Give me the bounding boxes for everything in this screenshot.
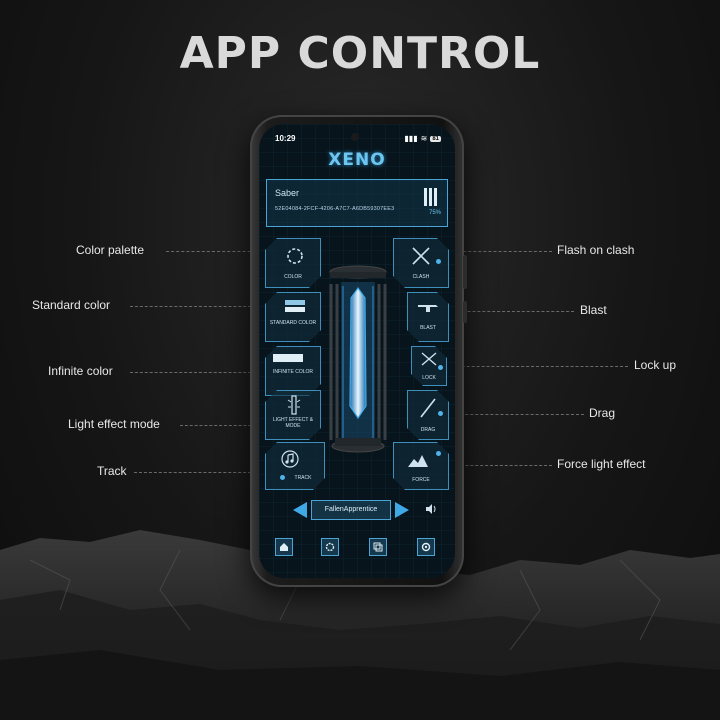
infinite-color-label: INFINITE COLOR	[272, 369, 313, 375]
music-note-icon	[280, 449, 300, 469]
previous-track-arrow-icon[interactable]	[293, 502, 307, 518]
saber-crystal-graphic	[329, 265, 387, 453]
leader-line	[134, 472, 266, 473]
clash-icon	[410, 245, 432, 267]
home-icon	[280, 543, 288, 551]
track-label: TRACK	[294, 475, 312, 481]
lock-indicator-dot	[438, 365, 443, 370]
drag-indicator-dot	[438, 411, 443, 416]
app-logo: XENO	[328, 150, 386, 170]
track-indicator-dot	[280, 475, 285, 480]
color-button[interactable]: COLOR	[265, 238, 321, 288]
lock-label: LOCK	[422, 375, 436, 381]
callout-infinite-color: Infinite color	[48, 364, 113, 378]
device-name: Saber	[275, 188, 300, 198]
callout-light-effect-mode: Light effect mode	[68, 417, 160, 431]
status-time: 10:29	[275, 134, 296, 143]
callout-drag: Drag	[589, 406, 616, 420]
force-icon	[406, 449, 430, 469]
copy-icon	[373, 542, 383, 552]
callout-color-palette: Color palette	[76, 243, 145, 257]
leader-line	[438, 251, 552, 252]
phone-side-button	[463, 301, 467, 323]
force-indicator-dot	[436, 451, 441, 456]
leader-line	[166, 251, 266, 252]
standard-color-button[interactable]: STANDARD COLOR	[265, 292, 321, 342]
force-button[interactable]: FORCE	[393, 442, 449, 490]
blaster-icon	[416, 301, 440, 315]
callout-flash-on-clash: Flash on clash	[557, 243, 635, 257]
standard-color-label: STANDARD COLOR	[269, 320, 317, 326]
nav-home-button[interactable]	[275, 538, 293, 556]
drag-icon	[418, 397, 438, 419]
track-button[interactable]: TRACK	[265, 442, 325, 490]
infinite-color-icon	[272, 353, 304, 363]
clash-button[interactable]: CLASH	[393, 238, 449, 288]
next-track-arrow-icon[interactable]	[395, 502, 409, 518]
nav-gear-button[interactable]	[417, 538, 435, 556]
clash-label: CLASH	[412, 274, 430, 280]
track-selector: FallenApprentice	[259, 500, 455, 522]
phone-side-button	[463, 255, 467, 289]
infinite-color-button[interactable]: INFINITE COLOR	[265, 346, 321, 396]
signal-icon: ▮▮▮	[404, 134, 418, 143]
clash-indicator-dot	[436, 259, 441, 264]
device-battery-icon	[424, 188, 438, 206]
color-label: COLOR	[284, 274, 302, 280]
leader-line	[438, 311, 574, 312]
phone-frame: 10:29 ▮▮▮ ≋ 81 XENO Saber 52E04084-2FCF-…	[250, 115, 467, 587]
gear-icon	[421, 542, 431, 552]
force-label: FORCE	[412, 477, 430, 483]
leader-line	[436, 465, 552, 466]
leader-line	[130, 372, 266, 373]
callout-standard-color: Standard color	[32, 298, 111, 312]
light-effect-button[interactable]: LIGHT EFFECT & MODE	[265, 390, 321, 440]
speaker-icon[interactable]	[425, 503, 437, 515]
device-id: 52E04084-2FCF-4206-A7C7-A6DB59307EE3	[275, 206, 395, 212]
leader-line	[130, 306, 266, 307]
nav-settings-button[interactable]	[321, 538, 339, 556]
light-effect-label: LIGHT EFFECT & MODE	[272, 417, 314, 429]
drag-label: DRAG	[420, 427, 436, 433]
leader-line	[442, 366, 628, 367]
callout-force-light-effect: Force light effect	[557, 457, 646, 471]
rock-background	[0, 530, 720, 720]
settings-icon	[325, 542, 335, 552]
blast-label: BLAST	[420, 325, 436, 331]
device-card[interactable]: Saber 52E04084-2FCF-4206-A7C7-A6DB59307E…	[266, 179, 448, 227]
battery-indicator: 81	[430, 135, 441, 142]
track-name[interactable]: FallenApprentice	[311, 500, 391, 520]
page-title: APP CONTROL	[179, 28, 541, 79]
device-battery-pct: 75%	[428, 210, 441, 216]
lockup-icon	[420, 351, 438, 367]
drag-button[interactable]: DRAG	[407, 390, 449, 440]
standard-color-icon	[284, 299, 306, 313]
camera-dot	[351, 133, 359, 141]
blast-button[interactable]: BLAST	[407, 292, 449, 342]
phone-screen: 10:29 ▮▮▮ ≋ 81 XENO Saber 52E04084-2FCF-…	[259, 124, 455, 578]
status-bar: 10:29 ▮▮▮ ≋ 81	[275, 134, 441, 146]
callout-lock-up: Lock up	[634, 358, 677, 372]
lock-button[interactable]: LOCK	[411, 346, 447, 386]
wifi-icon: ≋	[420, 134, 428, 143]
callout-blast: Blast	[580, 303, 607, 317]
nav-copy-button[interactable]	[369, 538, 387, 556]
leader-line	[180, 425, 266, 426]
bottom-nav	[259, 538, 455, 562]
leader-line	[440, 414, 584, 415]
callout-track: Track	[97, 464, 127, 478]
light-effect-icon	[287, 395, 301, 415]
color-palette-icon	[286, 247, 304, 265]
